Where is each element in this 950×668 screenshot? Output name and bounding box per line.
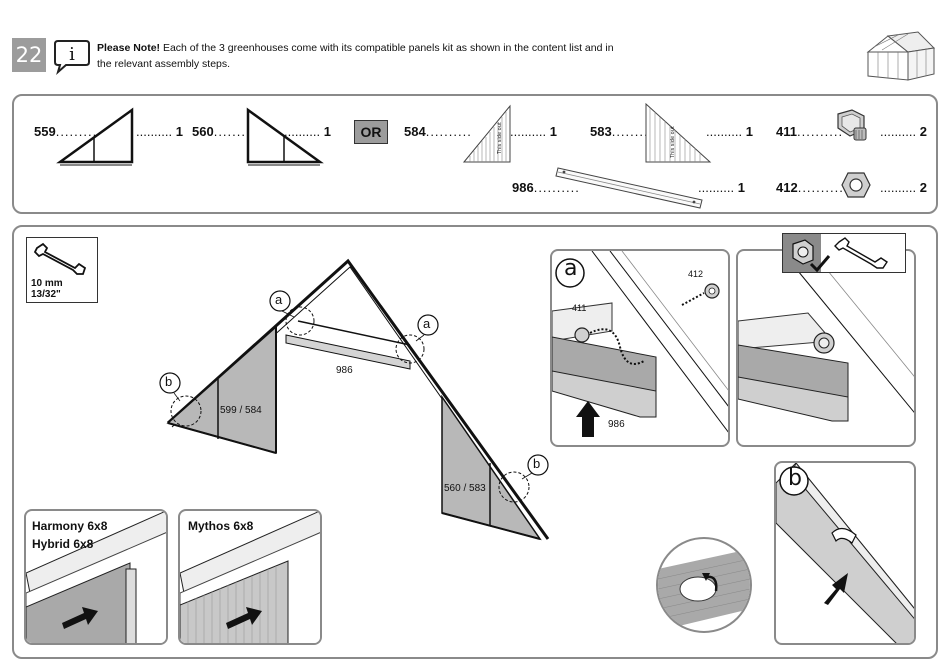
nut-wrench-icon bbox=[783, 234, 888, 273]
svg-text:This side out: This side out bbox=[670, 126, 676, 159]
note-bold: Please Note! bbox=[97, 42, 161, 54]
part-583-qty: .......... 1 bbox=[706, 124, 753, 139]
rotation-detail-circle bbox=[656, 537, 752, 633]
model-mythos-panel: Mythos 6x8 bbox=[178, 509, 322, 645]
bar-986-shape bbox=[285, 334, 411, 370]
bolt-411-icon bbox=[837, 109, 867, 141]
wrench-tool-box: 10 mm 13/32" bbox=[26, 237, 98, 303]
part-412-label: 412.......... bbox=[776, 180, 844, 195]
model-harmony-hybrid-panel: Harmony 6x8 Hybrid 6x8 bbox=[24, 509, 168, 645]
tool-size-in: 13/32" bbox=[31, 289, 61, 300]
or-badge: OR bbox=[354, 120, 388, 144]
part-986-qty: .......... 1 bbox=[698, 180, 745, 195]
bar-label: 986 bbox=[336, 365, 353, 376]
callout-b-right: b bbox=[533, 456, 541, 471]
wrench-icon bbox=[33, 242, 87, 275]
detail-a-label-412: 412 bbox=[688, 269, 704, 279]
harmony-drawing bbox=[26, 511, 166, 643]
callout-a-top: a bbox=[275, 292, 283, 307]
part-584-label: 584.......... bbox=[404, 124, 472, 139]
note-text: Please Note! Each of the 3 greenhouses c… bbox=[97, 40, 617, 72]
part-583-image: This side out bbox=[645, 102, 712, 163]
step-number: 22 bbox=[12, 38, 46, 72]
detail-a-panel: a 411 412 986 bbox=[550, 249, 730, 447]
part-412-qty: .......... 2 bbox=[880, 180, 927, 195]
part-559-image bbox=[56, 107, 134, 166]
rotation-drawing bbox=[658, 549, 750, 631]
parts-list-panel: 559.......... .......... 1 560..........… bbox=[12, 94, 938, 214]
detail-a-label-986: 986 bbox=[608, 419, 625, 430]
part-559-label: 559.......... bbox=[34, 124, 102, 139]
left-panel-label: 599 / 584 bbox=[220, 405, 262, 416]
nut-412-icon bbox=[841, 172, 871, 198]
greenhouse-icon bbox=[862, 30, 938, 90]
left-panel-shape bbox=[166, 325, 277, 454]
main-assembly-drawing bbox=[159, 258, 550, 541]
note-body: Each of the 3 greenhouses come with its … bbox=[97, 42, 614, 70]
model-mythos-label: Mythos 6x8 bbox=[188, 519, 254, 533]
part-584-image: This side out bbox=[462, 104, 511, 163]
part-560-image bbox=[246, 107, 324, 166]
part-986-image bbox=[555, 167, 703, 209]
part-411-label: 411.......... bbox=[776, 124, 844, 139]
part-411-qty: .......... 2 bbox=[880, 124, 927, 139]
assembly-panel: 10 mm 13/32" a a b b 599 / 5 bbox=[12, 225, 938, 659]
part-584-qty: .......... 1 bbox=[510, 124, 557, 139]
tool-size-mm: 10 mm bbox=[31, 278, 63, 289]
detail-a-tag: a bbox=[564, 256, 578, 281]
callout-a-right: a bbox=[423, 316, 431, 331]
mythos-drawing bbox=[180, 511, 320, 643]
detail-a-label-411: 411 bbox=[572, 303, 587, 313]
part-559-qty: .......... 1 bbox=[136, 124, 183, 139]
tighten-inset bbox=[782, 233, 906, 273]
detail-b-drawing bbox=[776, 463, 914, 643]
svg-text:i: i bbox=[69, 44, 75, 65]
detail-b-panel: b bbox=[774, 461, 916, 645]
note-icon: i bbox=[52, 38, 92, 78]
model-harmony-label: Harmony 6x8 bbox=[32, 519, 108, 533]
part-560-qty: .......... 1 bbox=[284, 124, 331, 139]
callout-b-left: b bbox=[165, 374, 173, 389]
detail-a-drawing bbox=[552, 251, 728, 437]
detail-tighten-drawing bbox=[738, 270, 914, 422]
detail-tighten-panel bbox=[736, 249, 916, 447]
detail-b-tag: b bbox=[788, 466, 802, 491]
right-panel-label: 560 / 583 bbox=[444, 483, 486, 494]
svg-text:This side out: This side out bbox=[497, 122, 503, 155]
part-986-label: 986.......... bbox=[512, 180, 580, 195]
model-hybrid-label: Hybrid 6x8 bbox=[32, 537, 94, 551]
